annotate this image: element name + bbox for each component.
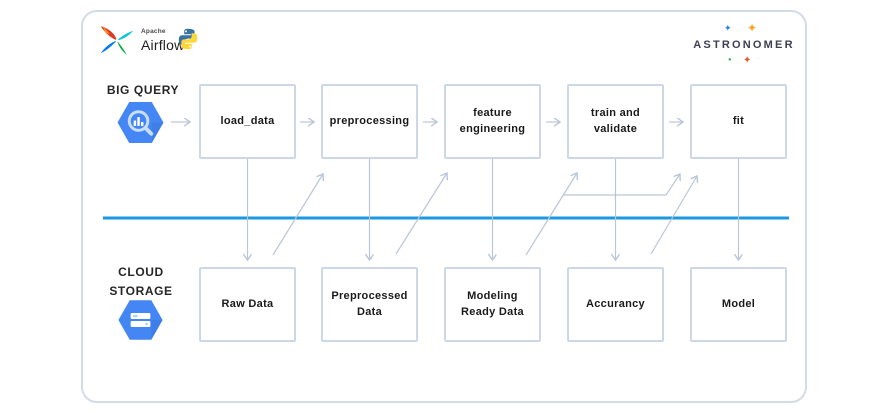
cloud-storage-label: CLOUD STORAGE (109, 265, 173, 298)
airflow-pinwheel-icon (100, 26, 134, 55)
arrow-modeling-ready-data-branch-to-fit (564, 174, 680, 196)
python-icon (178, 28, 198, 50)
astronomer-sparkle-blue-icon: ✦ (724, 23, 732, 33)
astronomer-name-label: ASTRONOMER (693, 39, 795, 51)
airflow-apache-label: Apache (141, 28, 166, 36)
connector-arrows-layer (103, 12, 789, 405)
artifact-box-accurancy: Accurancy (567, 267, 664, 342)
astronomer-sparkle-green-icon: ● (728, 57, 732, 63)
arrow-accurancy-to-fit (650, 176, 697, 255)
astronomer-sparkle-dot2-icon: · (757, 55, 760, 62)
artifact-box-modeling-ready-data: Modeling Ready Data (444, 267, 541, 342)
diagram-frame: Apache Airflow ✦ · ✦ ASTRONOMER ● ✦ · (81, 10, 807, 403)
airflow-logo: Apache Airflow (99, 25, 184, 56)
arrow-preprocessed-data-to-feature-engineering (395, 173, 447, 255)
astronomer-sparkle-dot-icon: · (737, 27, 740, 34)
cloud-storage-hexagon-icon (118, 300, 163, 340)
arrow-modeling-ready-data-to-train (525, 173, 577, 256)
arrow-raw-data-to-preprocessing (272, 174, 323, 256)
task-box-preprocessing: preprocessing (321, 84, 418, 159)
artifact-box-model: Model (690, 267, 787, 342)
task-box-load-data: load_data (199, 84, 296, 159)
astronomer-sparkle-orange-icon: ✦ (747, 21, 758, 35)
bigquery-hexagon-icon (117, 101, 164, 144)
astronomer-logo: ✦ · ✦ ASTRONOMER ● ✦ · (681, 21, 807, 68)
artifact-box-raw-data: Raw Data (199, 267, 296, 342)
airflow-name-label: Airflow (141, 36, 185, 53)
task-box-train-and-validate: train and validate (567, 84, 664, 159)
bigquery-label: BIG QUERY (106, 83, 180, 97)
artifact-box-preprocessed-data: Preprocessed Data (321, 267, 418, 342)
astronomer-sparkle-red-icon: ✦ (743, 55, 752, 66)
task-box-fit: fit (690, 84, 787, 159)
task-box-feature-engineering: feature engineering (444, 84, 541, 159)
